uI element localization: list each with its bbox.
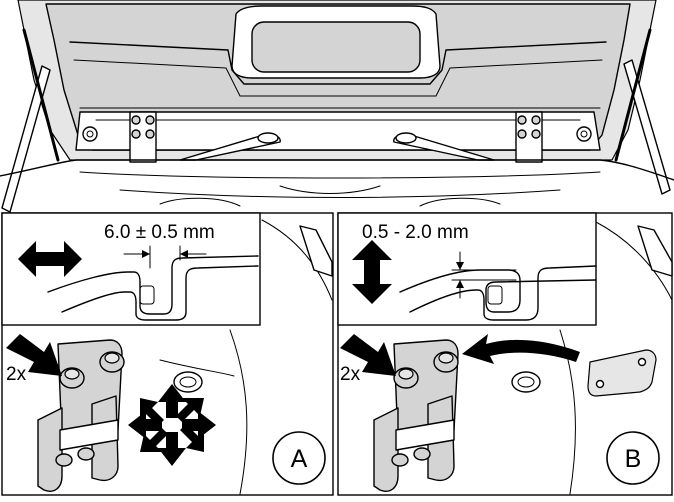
plug-inner-right	[580, 130, 588, 138]
panel-b-body-hole-inner	[517, 376, 535, 388]
panel-a-gap-profile-outer	[47, 255, 259, 315]
panel-a-gap-profile-inner	[61, 265, 259, 321]
panel-a-body-contour-3	[159, 359, 235, 377]
panel-a-body-hole-inner	[179, 376, 197, 388]
panel-b-hinge-side	[373, 407, 399, 492]
plug-inner-left	[86, 130, 94, 138]
panel-b-dimension-arrows	[456, 262, 464, 288]
panel-a-dimension-lines	[123, 245, 207, 269]
strut-eye-left	[257, 132, 279, 144]
compartment-line-3	[279, 185, 381, 194]
panel-a-quantity-label: 2x	[6, 364, 27, 385]
panel-a-hinge-crossbar	[59, 419, 119, 451]
panel-b-quantity-label: 2x	[340, 364, 361, 385]
panel-a-hinge	[37, 339, 125, 492]
panel-b-hinge-crossbar	[395, 419, 455, 451]
shim-insert-arrow-icon	[462, 334, 580, 364]
weatherstrip-right	[614, 28, 652, 162]
panel-moulding-line	[69, 41, 607, 85]
horizontal-double-arrow-icon	[18, 241, 82, 277]
shim-hole-1	[595, 379, 605, 389]
bolt-icon	[433, 351, 459, 373]
panel-b-gap-profile-outer	[399, 269, 597, 313]
panel-b-dimension-label: 0.5 - 2.0 mm	[362, 222, 469, 243]
panel-b: 0.5 - 2.0 mm 2x B	[337, 212, 673, 496]
panel-b-body-contour-2	[595, 221, 673, 301]
panel-b-gap-clip	[487, 285, 503, 305]
compartment-line-2	[119, 189, 561, 198]
shim-hole-2	[637, 357, 647, 367]
panel-a-body-contour	[229, 329, 248, 495]
strut-eye-right	[395, 132, 417, 144]
tailgate-lower-beam	[75, 111, 601, 151]
panel-b-hinge	[373, 339, 459, 492]
panel-a-gap-clip	[139, 285, 155, 305]
third-brake-light	[251, 21, 421, 73]
panel-a-letter: A	[291, 445, 308, 473]
tailgate-overview	[0, 0, 674, 213]
panel-a: 6.0 ± 0.5 mm 2x	[1, 212, 334, 496]
panel-a-hinge-side	[37, 407, 63, 492]
panel-b-gap-profile-inner	[409, 265, 597, 321]
panel-moulding-line-2	[73, 59, 603, 97]
panel-b-hinge-pin-2	[413, 447, 431, 461]
panel-b-body-hole	[511, 371, 541, 393]
bolt-pointer-arrow-icon	[6, 334, 62, 376]
weatherstrip-left	[22, 28, 60, 162]
panel-a-dimension-label: 6.0 ± 0.5 mm	[104, 222, 215, 243]
panel-a-inset: 6.0 ± 0.5 mm	[1, 212, 261, 326]
panel-b-hinge-pin-1	[391, 453, 409, 467]
bolt-pointer-arrow-icon	[340, 334, 396, 376]
compartment-line-4	[159, 197, 241, 207]
hinge-left-overview	[129, 111, 157, 163]
bolt-icon	[99, 351, 125, 373]
panel-a-strut-stub	[299, 225, 333, 277]
tailgate-plug-right	[576, 126, 592, 142]
vertical-double-arrow-icon	[352, 240, 392, 304]
panel-a-letter-circle	[272, 431, 326, 485]
panel-b-letter: B	[625, 445, 642, 473]
hinge-right-overview	[515, 111, 543, 163]
tailgate-plug-left	[82, 126, 98, 142]
panel-a-hinge-pin-1	[55, 453, 73, 467]
panel-b-strut-stub	[637, 225, 673, 277]
gas-strut-left	[1, 65, 51, 213]
panel-a-body-contour-2	[261, 219, 333, 301]
panel-b-dimension-lines	[451, 251, 517, 299]
bolt-icon	[393, 367, 419, 389]
four-way-adjust-arrows-icon	[128, 384, 216, 466]
panel-b-letter-circle	[606, 431, 660, 485]
body-opening-edge	[0, 159, 674, 181]
compartment-line-1	[79, 171, 601, 179]
panel-a-hinge-pin-2	[77, 447, 95, 461]
bolt-icon	[59, 367, 85, 389]
gas-strut-right	[623, 59, 671, 195]
compartment-line-5	[419, 197, 501, 207]
panel-b-inset: 0.5 - 2.0 mm	[337, 212, 597, 326]
panel-a-body-hole	[173, 371, 203, 393]
